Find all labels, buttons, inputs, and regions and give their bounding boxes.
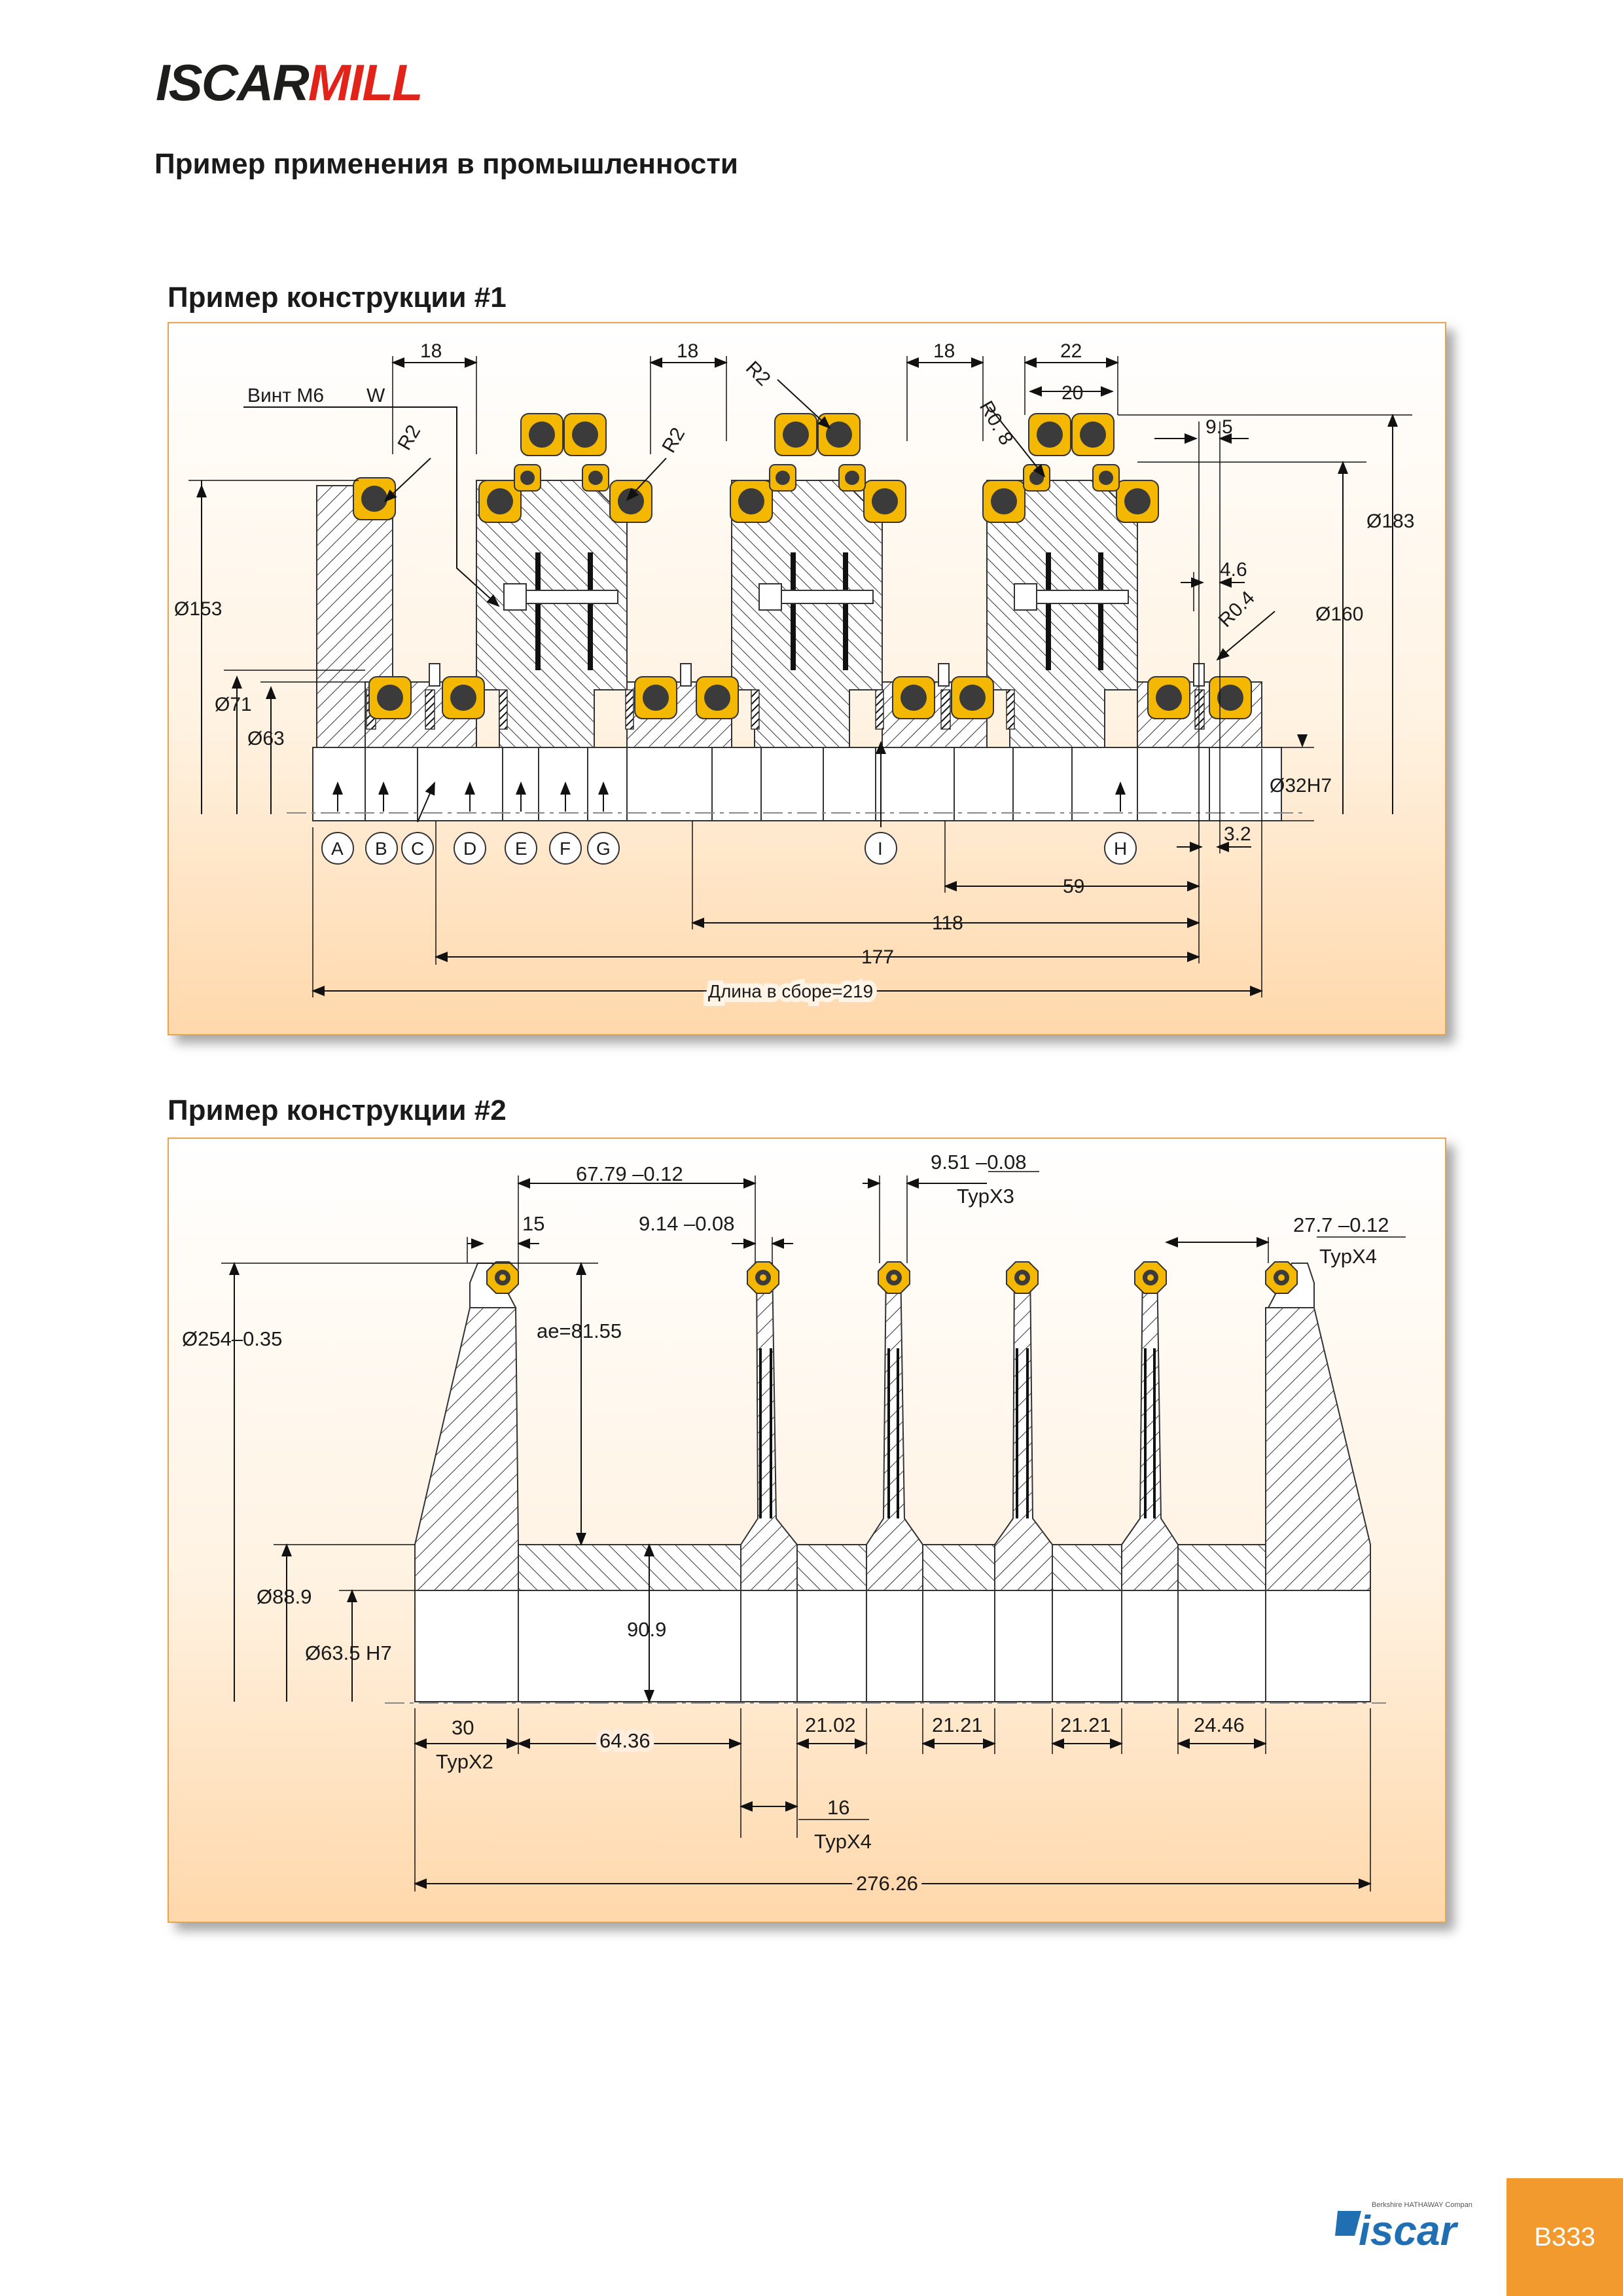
position-markers: A B C D E F G I H <box>321 832 1137 865</box>
dim-dia-71: Ø71 <box>215 694 252 715</box>
label-typx4-top: TypX4 <box>1319 1245 1377 1268</box>
dim-21-02: 21.02 <box>805 1713 856 1736</box>
example1-title: Пример конструкции #1 <box>168 281 507 314</box>
dim-9-5: 9.5 <box>1205 416 1233 438</box>
dim-21-21-a: 21.21 <box>932 1713 983 1736</box>
label-typx2: TypX2 <box>436 1750 493 1773</box>
dim-24-46: 24.46 <box>1194 1713 1245 1736</box>
footer-group-text: Berkshire HATHAWAY Company <box>1372 2201 1472 2209</box>
page-number: B333 <box>1507 2178 1623 2296</box>
label-r2-left: R2 <box>393 422 425 454</box>
example2-title: Пример конструкции #2 <box>168 1094 507 1126</box>
dim-9-14: 9.14 –0.08 <box>639 1212 735 1235</box>
dim-9-51: 9.51 –0.08 <box>931 1151 1027 1174</box>
dim-27-7: 27.7 –0.12 <box>1293 1213 1389 1236</box>
label-w: W <box>366 385 385 406</box>
marker-f: F <box>560 838 571 859</box>
dim-118: 118 <box>932 912 963 934</box>
arbor-base <box>312 747 1282 821</box>
dim-18-b: 18 <box>677 340 698 362</box>
dim-dia-63-5: Ø63.5 H7 <box>305 1641 392 1664</box>
dim-59: 59 <box>1063 876 1084 897</box>
page-title: Пример применения в промышленности <box>154 148 738 180</box>
bore-region <box>414 1590 1371 1702</box>
marker-c: C <box>411 838 424 859</box>
dim-64-36: 64.36 <box>599 1729 651 1752</box>
cutter-disk-1 <box>476 480 628 748</box>
label-typx4-bottom: TypX4 <box>814 1830 872 1853</box>
dim-18-a: 18 <box>420 340 442 362</box>
dim-3-2: 3.2 <box>1224 823 1251 845</box>
dim-dia-32h7: Ø32H7 <box>1270 775 1332 797</box>
cutter-disk-2 <box>731 480 883 748</box>
dim-18-c: 18 <box>933 340 955 362</box>
dim-4-6: 4.6 <box>1220 559 1247 581</box>
logo-part-iscar: ISCAR <box>156 54 310 111</box>
marker-a: A <box>331 838 344 859</box>
dim-dia-88-9: Ø88.9 <box>257 1585 312 1608</box>
footer-brand-text: iscar <box>1359 2207 1459 2254</box>
iscar-footer-logo: Berkshire HATHAWAY Company iscar <box>1335 2197 1476 2255</box>
label-typx3: TypX3 <box>957 1185 1014 1208</box>
label-r2-mid: R2 <box>658 424 689 457</box>
dim-dia-153: Ø153 <box>174 598 222 620</box>
example2-drawing: 67.79 –0.12 15 9.14 –0.08 9.51 –0.08 Typ… <box>182 1151 1406 1899</box>
marker-i: I <box>878 838 883 859</box>
octagon-inserts <box>486 1261 1298 1294</box>
dim-dia-160: Ø160 <box>1315 603 1363 625</box>
right-wall <box>1265 1307 1371 1591</box>
marker-h: H <box>1114 838 1127 859</box>
marker-d: D <box>463 838 476 859</box>
dim-total-276: 276.26 <box>856 1872 918 1895</box>
dim-67-79: 67.79 –0.12 <box>576 1162 683 1185</box>
label-r2-top: R2 <box>741 357 774 390</box>
dim-total-length: Длина в сборе=219 <box>708 981 873 1001</box>
blades <box>740 1263 1179 1591</box>
dim-dia-63: Ø63 <box>247 728 285 749</box>
dim-21-21-b: 21.21 <box>1060 1713 1111 1736</box>
iscarmill-logo: ISCARMILL <box>156 54 423 111</box>
dim-16: 16 <box>827 1796 849 1819</box>
dim-177: 177 <box>861 946 894 968</box>
left-wall <box>414 1307 519 1591</box>
dim-15: 15 <box>522 1212 544 1235</box>
dim-ae: ae=81.55 <box>537 1319 622 1342</box>
example1-panel: Винт М6 W 18 18 18 22 20 9.5 4.6 3.2 Ø15… <box>168 322 1446 1035</box>
example1-drawing: Винт М6 W 18 18 18 22 20 9.5 4.6 3.2 Ø15… <box>174 340 1414 1006</box>
label-r0-4: R0.4 <box>1215 587 1259 632</box>
logo-part-mill: MILL <box>308 54 423 111</box>
example2-panel: 67.79 –0.12 15 9.14 –0.08 9.51 –0.08 Typ… <box>168 1138 1446 1923</box>
label-r0-8: R0. 8 <box>975 397 1017 449</box>
dim-20: 20 <box>1061 382 1083 404</box>
marker-e: E <box>515 838 527 859</box>
marker-b: B <box>375 838 387 859</box>
dim-30: 30 <box>452 1716 474 1739</box>
dim-90-9: 90.9 <box>627 1618 666 1641</box>
dim-22: 22 <box>1060 340 1082 362</box>
dim-dia-183: Ø183 <box>1366 511 1414 532</box>
label-screw-m6: Винт М6 <box>247 385 324 406</box>
marker-g: G <box>596 838 611 859</box>
dim-dia-254: Ø254–0.35 <box>182 1327 282 1350</box>
